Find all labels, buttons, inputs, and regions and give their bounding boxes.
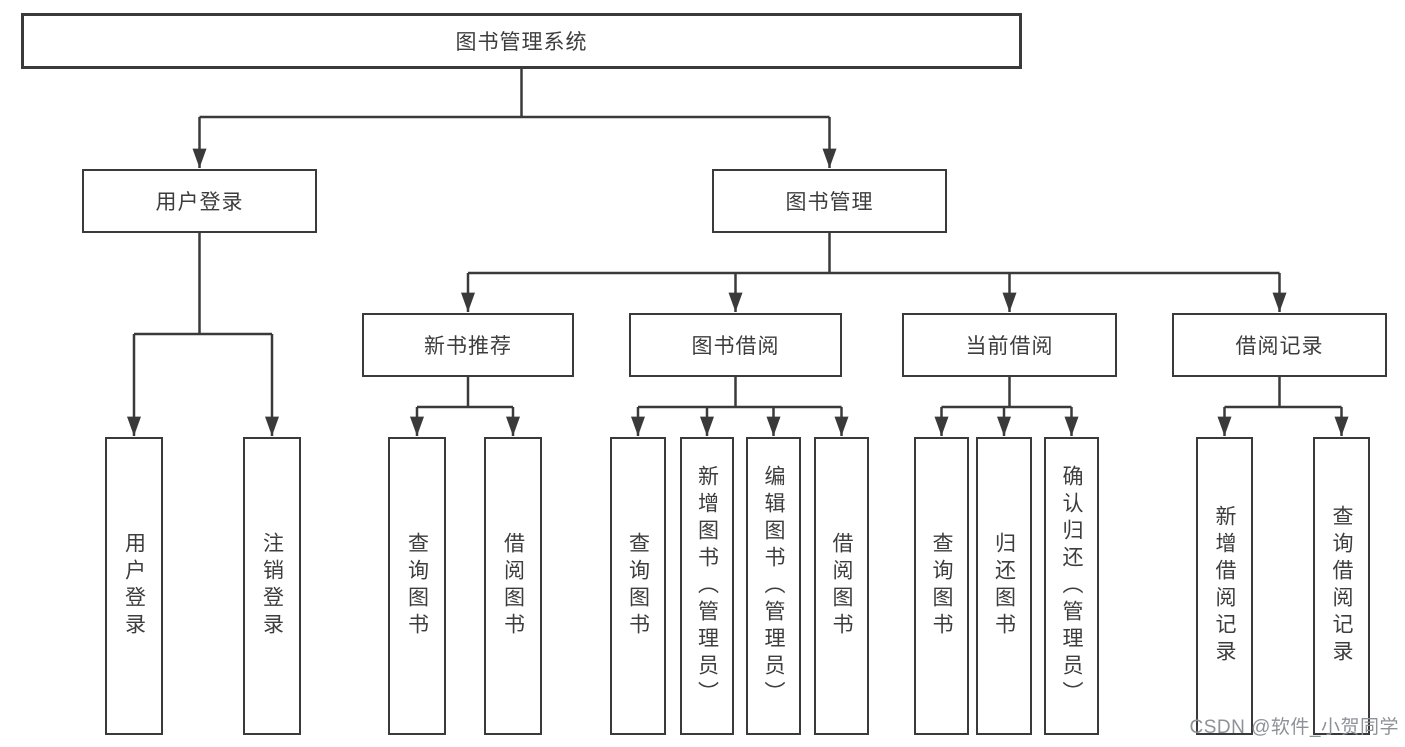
leaf-label: 查询图书 (930, 532, 953, 640)
node-new-book-recommend: 新书推荐 (362, 313, 574, 377)
leaf-label: 查询图书 (626, 532, 650, 640)
node-current-borrowing: 当前借阅 (902, 313, 1117, 377)
leaf-label: 编辑图书（管理员） (762, 464, 785, 708)
node-user-login-action: 用户登录 (105, 437, 163, 735)
node-query-books-current: 查询图书 (914, 437, 969, 735)
node-return-books: 归还图书 (976, 437, 1032, 735)
leaf-label: 借阅图书 (501, 532, 525, 640)
node-logout: 注销登录 (243, 437, 301, 735)
node-book-borrowing: 图书借阅 (629, 313, 842, 377)
node-confirm-return-admin: 确认归还（管理员） (1044, 437, 1099, 735)
csdn-watermark: CSDN @软件_小贺同学 (1189, 717, 1399, 738)
node-borrow-books-borrowing: 借阅图书 (814, 437, 869, 735)
leaf-label: 注销登录 (260, 532, 284, 640)
leaf-label: 新增图书（管理员） (695, 464, 719, 708)
leaf-label: 用户登录 (122, 532, 146, 640)
node-library-management-system: 图书管理系统 (21, 13, 1022, 69)
node-query-books-borrowing: 查询图书 (610, 437, 666, 735)
leaf-label: 查询图书 (405, 532, 429, 640)
leaf-label: 新增借阅记录 (1213, 505, 1236, 667)
leaf-label: 确认归还（管理员） (1060, 464, 1083, 708)
node-add-books-admin: 新增图书（管理员） (680, 437, 734, 735)
node-user-login: 用户登录 (82, 169, 317, 233)
leaf-label: 归还图书 (992, 532, 1016, 640)
node-query-books-recommend: 查询图书 (388, 437, 446, 735)
node-add-borrowing-record: 新增借阅记录 (1196, 437, 1253, 735)
node-book-management: 图书管理 (712, 169, 947, 233)
leaf-label: 借阅图书 (830, 532, 853, 640)
node-edit-books-admin: 编辑图书（管理员） (746, 437, 801, 735)
node-query-borrowing-record: 查询借阅记录 (1313, 437, 1370, 735)
node-borrowing-records: 借阅记录 (1172, 313, 1387, 377)
node-borrow-books-recommend: 借阅图书 (484, 437, 542, 735)
leaf-label: 查询借阅记录 (1330, 505, 1353, 667)
